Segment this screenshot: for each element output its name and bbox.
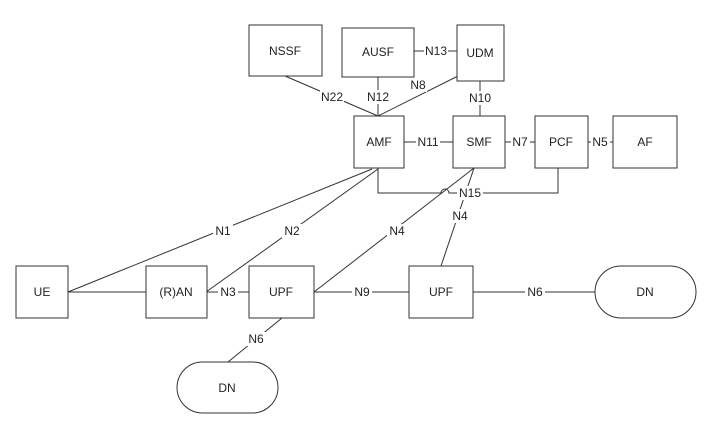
label-bg (282, 224, 302, 238)
node-label: DN (636, 285, 653, 299)
link-label-n6-dn: N6 (527, 285, 543, 299)
link-label-n7: N7 (512, 135, 528, 149)
link-label-n12: N12 (367, 90, 389, 104)
link-label-n11: N11 (417, 135, 438, 149)
label-bg (320, 90, 344, 104)
label-bg (424, 45, 448, 58)
node-label: UPF (429, 285, 453, 299)
node-label: (R)AN (159, 285, 192, 299)
node-ue: UE (15, 265, 69, 319)
node-label: AUSF (362, 45, 394, 59)
node-label: NSSF (269, 44, 301, 58)
link-label-n4-upf1: N4 (389, 224, 405, 238)
node-ran: (R)AN (145, 265, 208, 319)
link-label-n8: N8 (410, 78, 426, 92)
link-label-n1: N1 (215, 224, 231, 238)
label-bg (246, 332, 266, 346)
node-pcf: PCF (534, 115, 589, 169)
node-smf: SMF (452, 115, 506, 169)
link-label-n13: N13 (425, 44, 447, 58)
label-bg (591, 136, 610, 149)
node-udm: UDM (456, 24, 505, 82)
label-bg (213, 224, 233, 238)
node-ausf: AUSF (341, 27, 415, 78)
node-label: AF (637, 135, 652, 149)
label-bg (468, 91, 492, 105)
node-label: UDM (466, 46, 493, 60)
label-bg (511, 136, 530, 149)
link-udm-amf (377, 75, 459, 117)
link-label-n9: N9 (354, 285, 370, 299)
label-bg (457, 186, 483, 200)
link-label-n15: N15 (459, 186, 481, 200)
link-label-n5: N5 (592, 135, 608, 149)
label-bg (352, 285, 372, 299)
node-label: AMF (366, 135, 391, 149)
link-label-n2: N2 (284, 224, 300, 238)
label-bg (409, 78, 427, 92)
node-dn-right: DN (594, 265, 697, 319)
label-bg (366, 90, 390, 104)
label-bg (525, 285, 545, 299)
node-label: UE (34, 285, 51, 299)
nodes: NSSF AUSF UDM AMF SMF PCF AF UE (15, 24, 697, 414)
label-bg (218, 285, 238, 299)
node-af: AF (612, 115, 678, 169)
node-upf-left: UPF (248, 265, 315, 319)
label-bg (416, 136, 440, 149)
link-label-n4-upf2: N4 (452, 209, 468, 223)
node-nssf: NSSF (248, 24, 323, 77)
node-amf: AMF (353, 115, 405, 169)
node-label: SMF (466, 135, 491, 149)
node-dn-lower: DN (176, 361, 279, 414)
node-label: PCF (549, 135, 573, 149)
node-label: UPF (269, 285, 293, 299)
link-label-n6-dn-lower: N6 (248, 332, 264, 346)
link-label-n22: N22 (321, 90, 343, 104)
label-bg (387, 224, 407, 238)
node-label: DN (218, 381, 235, 395)
link-labels: N22 N12 N8 N13 N10 N11 N7 N5 N15 N1 N2 N… (213, 44, 610, 346)
link-label-n10: N10 (469, 91, 491, 105)
node-upf-right: UPF (408, 265, 474, 319)
label-bg (450, 209, 470, 223)
link-label-n3: N3 (220, 285, 236, 299)
